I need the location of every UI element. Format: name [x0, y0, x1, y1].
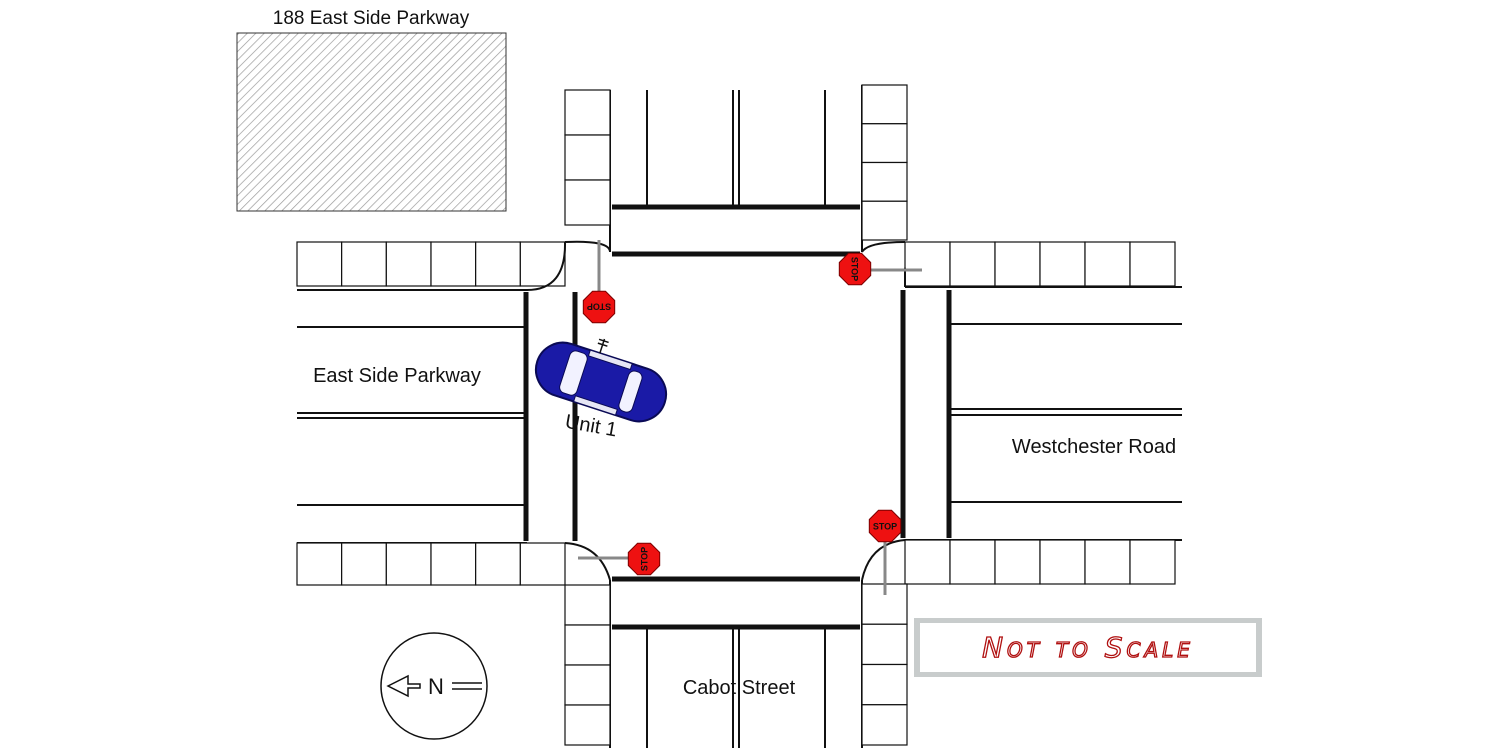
- stop-signs: STOP STOP STOP STOP: [578, 240, 922, 595]
- road-west: [297, 289, 578, 544]
- sidewalk-tile: [1084, 241, 1131, 287]
- stop-sign-face: [838, 252, 872, 286]
- road-south-label: Cabot Street: [683, 677, 796, 699]
- sidewalk-tile: [564, 584, 611, 626]
- north-arrow-icon: N: [380, 632, 488, 740]
- sidewalk-tile: [1084, 539, 1131, 585]
- sidewalks: [296, 84, 1176, 746]
- stop-sign-face: [627, 542, 661, 576]
- sidewalk-tile: [861, 161, 908, 202]
- sidewalk-tile: [564, 89, 611, 136]
- road-east: [900, 286, 1182, 541]
- sidewalk-tile: [430, 542, 477, 586]
- sidewalk-south-east: [861, 583, 908, 746]
- sidewalk-tile: [564, 179, 611, 226]
- road-north: [609, 85, 863, 257]
- road-south: [609, 576, 863, 748]
- sidewalk-tile: [994, 241, 1041, 287]
- stop-sign-icon: STOP: [838, 252, 922, 286]
- sidewalk-tile: [949, 539, 996, 585]
- sidewalk-tile: [861, 704, 908, 746]
- stop-sign-icon: STOP: [582, 240, 616, 324]
- sidewalk-tile: [341, 542, 387, 586]
- car-top-view-icon: [534, 338, 668, 423]
- stop-sign-face: [582, 290, 616, 324]
- sidewalk-tile: [1129, 241, 1176, 287]
- stop-sign-icon: STOP: [868, 509, 902, 595]
- sidewalk-north-east: [861, 84, 908, 241]
- scale-note-box: Not to Scale: [914, 618, 1262, 677]
- sidewalk-tile: [994, 539, 1041, 585]
- sidewalk-tile: [904, 241, 951, 287]
- sidewalk-tile: [341, 241, 387, 287]
- road-east-label: Westchester Road: [1012, 436, 1176, 458]
- sidewalk-tile: [564, 664, 611, 706]
- sidewalk-tile: [861, 623, 908, 666]
- sidewalk-tile: [385, 241, 432, 287]
- sidewalk-east-north: [904, 241, 1176, 287]
- sidewalk-tile: [949, 241, 996, 287]
- sidewalk-tile: [861, 123, 908, 164]
- road-west-label: East Side Parkway: [313, 365, 481, 387]
- sidewalk-tile: [1039, 241, 1086, 287]
- stop-sign-icon: STOP: [578, 542, 661, 576]
- stop-sign-text: STOP: [873, 522, 897, 532]
- sidewalk-west-south: [296, 542, 566, 586]
- stop-sign-face: [868, 509, 902, 543]
- north-label: N: [428, 674, 444, 699]
- sidewalk-tile: [1129, 539, 1176, 585]
- sidewalk-south-west: [564, 584, 611, 746]
- sidewalk-tile: [1039, 539, 1086, 585]
- building: 188 East Side Parkway: [236, 8, 507, 212]
- unit-label: Unit 1: [563, 411, 618, 442]
- sidewalk-tile: [519, 241, 566, 287]
- scale-note: Not to Scale: [982, 631, 1194, 664]
- sidewalk-tile: [861, 200, 908, 241]
- sidewalk-tile: [385, 542, 432, 586]
- sidewalk-tile: [904, 539, 951, 585]
- stop-sign-text: STOP: [640, 547, 650, 571]
- building-label: 188 East Side Parkway: [273, 8, 470, 29]
- sidewalk-east-south: [904, 539, 1176, 585]
- sidewalk-tile: [296, 542, 343, 586]
- sidewalk-tile: [296, 241, 343, 287]
- sidewalk-tile: [519, 542, 566, 586]
- sidewalk-tile: [475, 542, 521, 586]
- sidewalk-tile: [564, 624, 611, 666]
- sidewalk-north-west: [564, 89, 611, 226]
- sidewalk-west-north: [296, 241, 566, 287]
- stop-sign-text: STOP: [587, 302, 611, 312]
- sidewalk-tile: [564, 704, 611, 746]
- sidewalk-tile: [861, 84, 908, 125]
- stop-sign-text: STOP: [850, 257, 860, 281]
- sidewalk-tile: [430, 241, 477, 287]
- sidewalk-tile: [861, 663, 908, 706]
- sidewalk-tile: [475, 241, 521, 287]
- sidewalk-tile: [564, 134, 611, 181]
- curb-corners: [526, 240, 906, 581]
